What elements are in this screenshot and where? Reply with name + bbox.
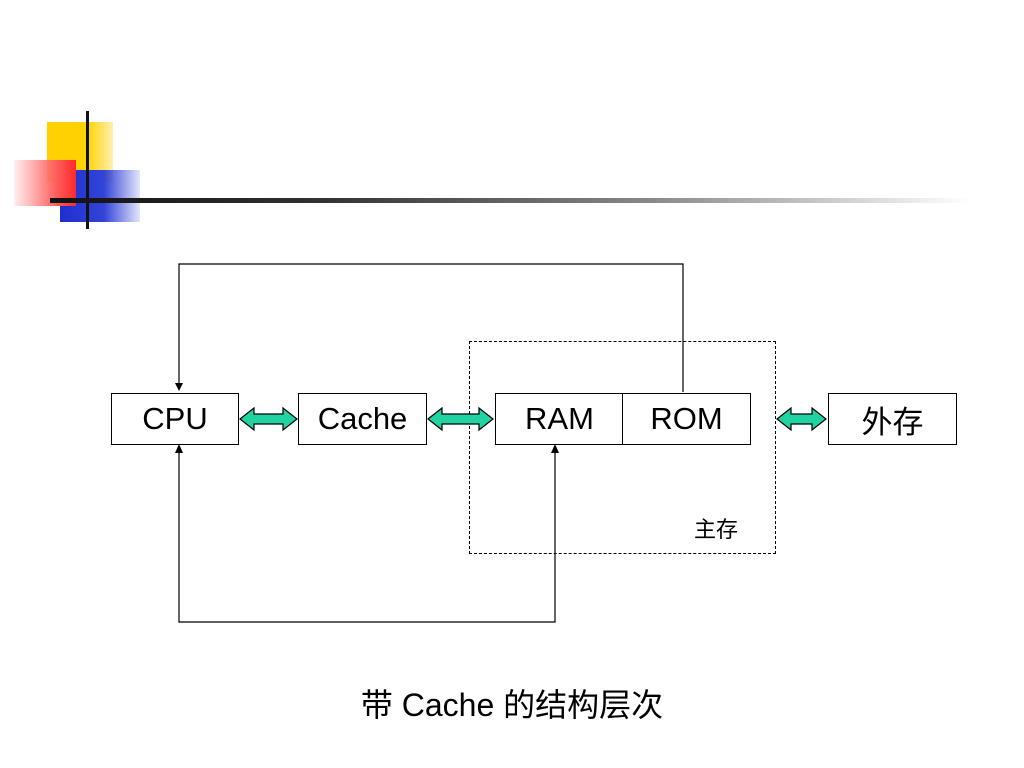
cpu-label: CPU xyxy=(142,401,208,436)
main-memory-label: 主存 xyxy=(694,518,739,543)
diagram-caption: 带 Cache 的结构层次 xyxy=(360,687,664,723)
cache-node: Cache xyxy=(298,393,427,445)
external-storage-label: 外存 xyxy=(861,404,924,441)
rom-label: ROM xyxy=(650,401,723,436)
rom-node: ROM xyxy=(622,393,751,445)
rom-to-cpu-connector xyxy=(175,263,684,392)
ram-label: RAM xyxy=(525,401,594,436)
cpu-cache-double-arrow xyxy=(239,406,298,432)
ram-node: RAM xyxy=(495,393,624,445)
external-storage-node: 外存 xyxy=(828,393,957,445)
cache-label: Cache xyxy=(317,401,408,436)
cpu-node: CPU xyxy=(111,393,239,445)
ornament-vertical-line xyxy=(86,111,89,229)
main-memory-group xyxy=(469,341,776,554)
ram-bottom-arrowhead xyxy=(551,444,559,453)
rom-external-double-arrow xyxy=(776,406,827,432)
cache-ram-double-arrow xyxy=(427,406,494,432)
title-divider-line xyxy=(50,198,970,203)
cpu-ram-connector xyxy=(178,446,556,623)
cpu-bottom-arrowhead xyxy=(175,444,183,453)
